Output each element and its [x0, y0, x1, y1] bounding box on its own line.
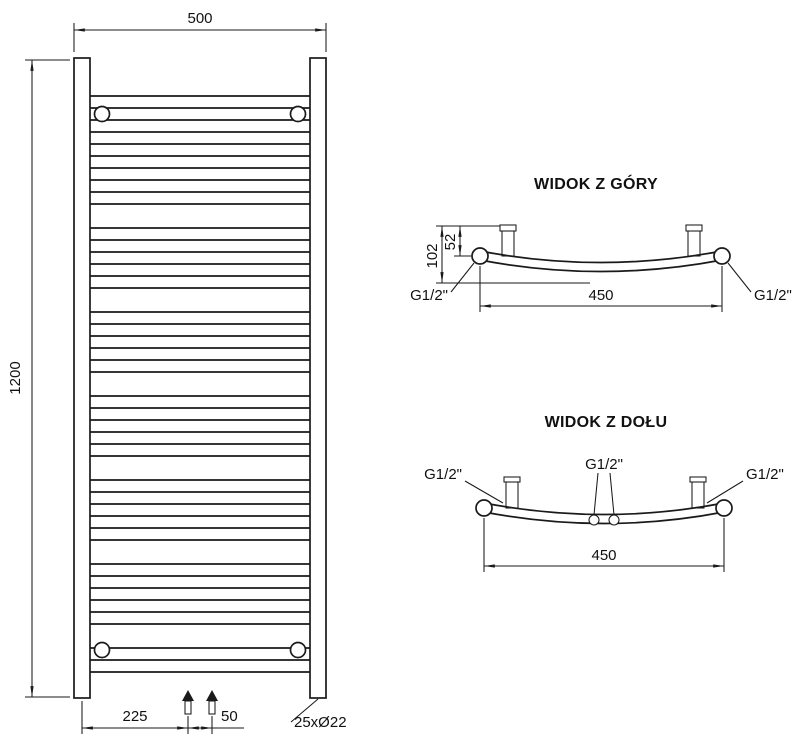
bottom-view: WIDOK Z DOŁU G1/2" G1/2" G1/2" 450	[424, 414, 784, 572]
leader-line-tube-note	[290, 698, 319, 723]
top-view-fitting-left-cap	[499, 224, 517, 232]
bottom-view-right-collector-section	[715, 499, 733, 517]
mounting-bracket-bottom-right	[289, 641, 307, 659]
valve-left-icon	[182, 690, 194, 701]
right-collector	[309, 57, 327, 699]
left-collector	[73, 57, 91, 699]
valve-left-stem	[184, 700, 192, 715]
top-view-tube-top-edge	[479, 250, 723, 264]
g12-bottom-center-label: G1/2"	[585, 456, 623, 473]
bottom-view-extension-lines-span	[483, 518, 725, 572]
bottom-view-left-collector-section	[475, 499, 493, 517]
height-dimension-label: 1200	[7, 361, 24, 394]
tube-count-note: 25xØ22	[294, 714, 347, 731]
bottom-view-fitting-left	[505, 481, 519, 509]
depth-dimension-label: 102	[424, 243, 441, 268]
valve-right-stem	[208, 700, 216, 715]
mounting-bracket-bottom-left	[93, 641, 111, 659]
top-view-extension-lines-span	[479, 266, 723, 312]
top-view: WIDOK Z GÓRY 102 52 450 G1/2" G1/2"	[410, 174, 792, 312]
span-dimension-label: 450	[588, 287, 613, 304]
top-view-fitting-right-cap	[685, 224, 703, 232]
gap-dimension-label: 50	[221, 708, 238, 725]
top-view-fitting-right	[687, 230, 701, 257]
bottom-view-fitting-left-cap	[503, 476, 521, 483]
pipe-center-dimension-label: 52	[442, 234, 459, 251]
mounting-bracket-top-left	[93, 105, 111, 123]
width-dimension-label: 500	[187, 10, 212, 27]
bottom-view-leader-right	[706, 480, 744, 504]
bottom-view-fitting-right-cap	[689, 476, 707, 483]
valve-right-icon	[206, 690, 218, 701]
g12-top-right-label: G1/2"	[754, 287, 792, 304]
top-view-tube-bottom-edge	[479, 259, 723, 273]
g12-top-left-label: G1/2"	[410, 287, 448, 304]
top-view-fitting-left	[501, 230, 515, 257]
extension-lines-width	[73, 23, 327, 52]
bottom-view-center-connection-right	[608, 514, 620, 526]
bottom-view-leader-center	[593, 472, 615, 516]
bottom-view-tube-top-edge	[483, 502, 725, 516]
offset-dimension-label: 225	[122, 708, 147, 725]
front-view: 500 1200 225 50 25xØ22	[7, 10, 347, 734]
top-view-extension-lines-depth	[436, 225, 590, 284]
top-view-leader-left	[450, 262, 475, 293]
bottom-view-leader-left	[464, 480, 504, 504]
bottom-view-fitting-right	[691, 481, 705, 509]
bottom-view-title: WIDOK Z DOŁU	[545, 414, 668, 431]
mounting-bracket-top-right	[289, 105, 307, 123]
top-view-leader-right	[727, 262, 752, 293]
top-view-right-collector-section	[713, 247, 731, 265]
top-view-left-collector-section	[471, 247, 489, 265]
bottom-view-tube-bottom-edge	[483, 511, 725, 525]
bottom-view-center-connection-left	[588, 514, 600, 526]
bottom-span-dimension-label: 450	[591, 547, 616, 564]
top-view-title: WIDOK Z GÓRY	[534, 174, 658, 193]
radiator-rungs	[90, 95, 310, 673]
g12-bottom-left-label: G1/2"	[424, 466, 462, 483]
g12-bottom-right-label: G1/2"	[746, 466, 784, 483]
